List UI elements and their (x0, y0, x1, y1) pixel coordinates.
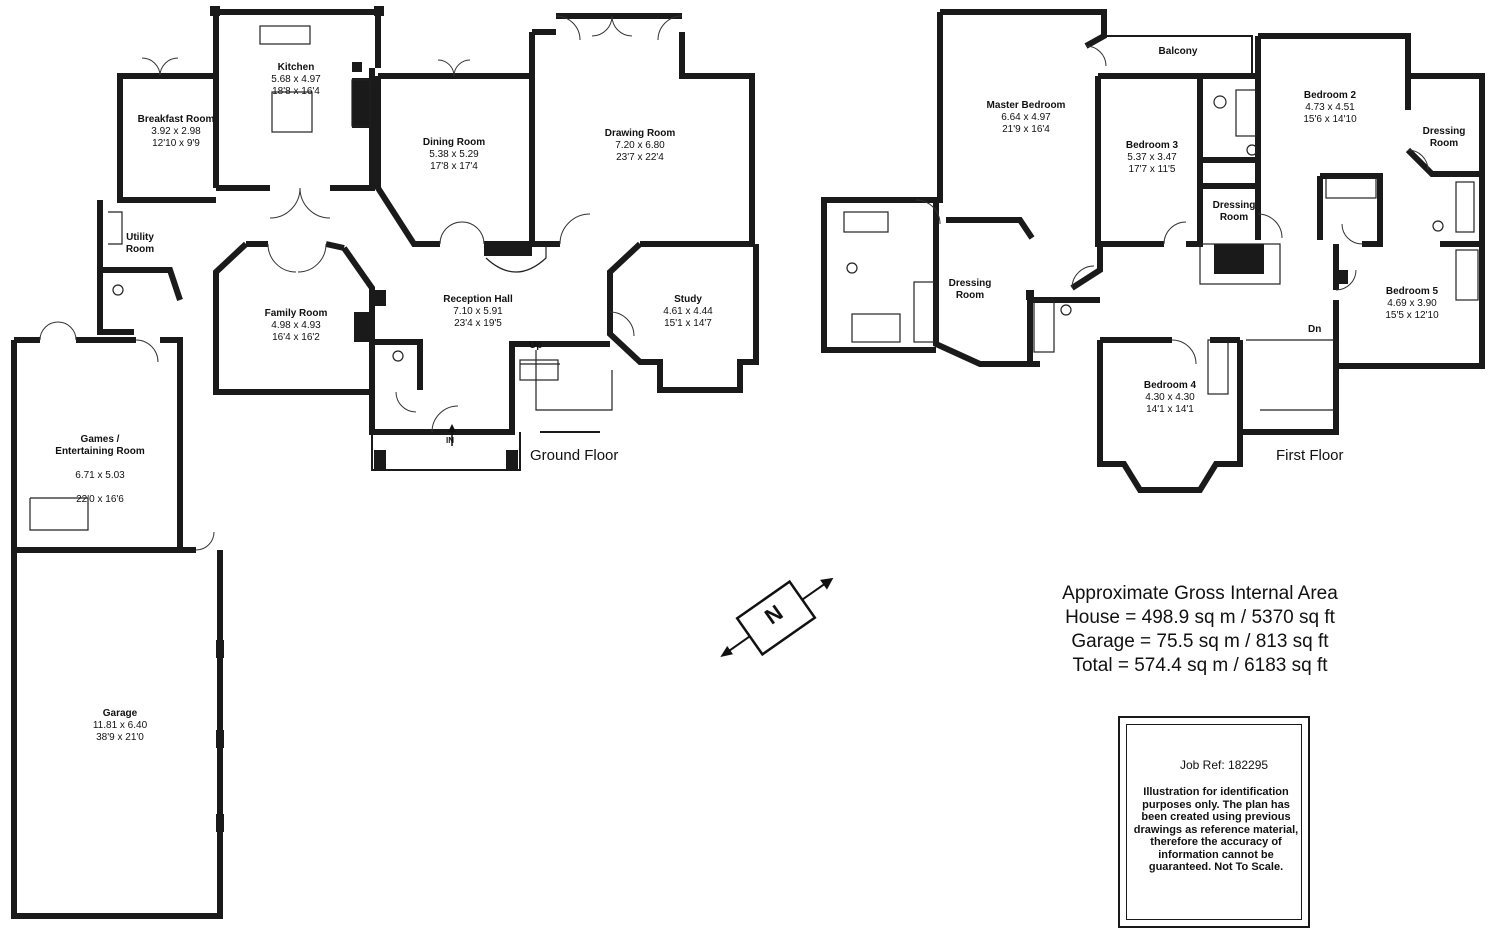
room-breakfast: Breakfast Room 3.92 x 2.98 12'10 x 9'9 (138, 114, 215, 150)
room-metric: 11.81 x 6.40 (92, 720, 148, 731)
room-name: Master Bedroom (986, 100, 1066, 111)
area-total: Total = 574.4 sq m / 6183 sq ft (1072, 655, 1328, 676)
room-metric: 4.98 x 4.93 (271, 320, 321, 331)
room-master-bedroom: Master Bedroom 6.64 x 4.97 21'9 x 16'4 (987, 100, 1066, 136)
room-imperial: 17'7 x 11'5 (1128, 164, 1176, 175)
disclaimer-text: Illustration for identification purposes… (1133, 786, 1299, 873)
room-imperial: 23'4 x 19'5 (454, 318, 502, 329)
first-floor-title: First Floor (1276, 447, 1344, 464)
area-house: House = 498.9 sq m / 5370 sq ft (1065, 607, 1335, 628)
area-garage: Garage = 75.5 sq m / 813 sq ft (1071, 631, 1329, 652)
room-bedroom-5: Bedroom 5 4.69 x 3.90 15'5 x 12'10 (1385, 286, 1438, 322)
room-name: Utility Room (125, 232, 155, 255)
first-floor-walls (821, 9, 1485, 493)
room-metric: 3.92 x 2.98 (151, 126, 201, 137)
room-imperial: 12'10 x 9'9 (152, 138, 200, 149)
room-games: Games / Entertaining Room 6.71 x 5.03 22… (55, 422, 144, 518)
room-imperial: 22'0 x 16'6 (76, 494, 124, 505)
room-name: Garage (102, 708, 138, 719)
room-name: Dressing Room (948, 278, 992, 301)
room-imperial: 16'4 x 16'2 (272, 332, 320, 343)
room-metric: 7.20 x 6.80 (615, 140, 665, 151)
room-balcony: Balcony (1159, 46, 1198, 58)
room-bedroom-4: Bedroom 4 4.30 x 4.30 14'1 x 14'1 (1144, 380, 1196, 416)
disclaimer-box: Job Ref: 182295 Illustration for identif… (1118, 716, 1310, 928)
room-family: Family Room 4.98 x 4.93 16'4 x 16'2 (265, 308, 328, 344)
first-floor-windows (823, 11, 1483, 491)
gross-internal-area: Approximate Gross Internal Area House = … (1030, 582, 1370, 678)
room-name: Study (674, 294, 702, 305)
room-name: Bedroom 3 (1125, 140, 1179, 151)
room-dressing-b3: Dressing Room (1213, 188, 1256, 236)
room-imperial: 14'1 x 14'1 (1146, 404, 1194, 415)
area-title: Approximate Gross Internal Area (1062, 583, 1338, 604)
room-name: Bedroom 2 (1303, 90, 1357, 101)
ground-floor-title: Ground Floor (530, 447, 619, 464)
room-dressing-b2: Dressing Room (1423, 114, 1466, 162)
room-name: Balcony (1158, 46, 1198, 57)
room-metric: 5.68 x 4.97 (271, 74, 321, 85)
room-name: Dining Room (422, 137, 486, 148)
north-compass-icon (720, 577, 834, 658)
room-metric: 4.30 x 4.30 (1145, 392, 1195, 403)
room-reception: Reception Hall 7.10 x 5.91 23'4 x 19'5 (443, 294, 512, 330)
room-bedroom-3: Bedroom 3 5.37 x 3.47 17'7 x 11'5 (1126, 140, 1178, 176)
room-imperial: 15'1 x 14'7 (664, 318, 712, 329)
room-name: Drawing Room (604, 128, 676, 139)
room-metric: 4.69 x 3.90 (1387, 298, 1437, 309)
room-study: Study 4.61 x 4.44 15'1 x 14'7 (663, 294, 712, 330)
room-metric: 5.37 x 3.47 (1127, 152, 1177, 163)
room-drawing: Drawing Room 7.20 x 6.80 23'7 x 22'4 (605, 128, 676, 164)
room-name: Breakfast Room (137, 114, 215, 125)
room-imperial: 21'9 x 16'4 (1002, 124, 1050, 135)
stairs-down-label: Dn (1308, 324, 1322, 335)
room-metric: 5.38 x 5.29 (429, 149, 479, 160)
first-floor-details (843, 45, 1479, 411)
ground-floor-details (29, 6, 683, 832)
room-name: Dressing Room (1422, 126, 1466, 149)
room-utility: Utility Room (126, 220, 154, 268)
stairs-up-label: Up (529, 340, 543, 351)
room-name: Reception Hall (443, 294, 513, 305)
room-metric: 6.71 x 5.03 (75, 470, 125, 481)
ground-floor-walls (11, 9, 759, 919)
room-metric: 4.61 x 4.44 (663, 306, 713, 317)
room-imperial: 17'8 x 17'4 (430, 161, 478, 172)
room-imperial: 18'8 x 16'4 (272, 86, 320, 97)
room-imperial: 15'6 x 14'10 (1303, 114, 1357, 125)
room-dressing-master: Dressing Room (949, 266, 992, 314)
room-dining: Dining Room 5.38 x 5.29 17'8 x 17'4 (423, 137, 485, 173)
room-metric: 4.73 x 4.51 (1305, 102, 1355, 113)
room-garage: Garage 11.81 x 6.40 38'9 x 21'0 (93, 708, 147, 744)
room-metric: 6.64 x 4.97 (1001, 112, 1051, 123)
room-name: Bedroom 5 (1385, 286, 1439, 297)
job-reference: Job Ref: 182295 (1180, 758, 1269, 772)
room-name: Kitchen (277, 62, 315, 73)
room-name: Family Room (264, 308, 328, 319)
room-imperial: 38'9 x 21'0 (96, 732, 144, 743)
room-name: Bedroom 4 (1143, 380, 1197, 391)
room-imperial: 23'7 x 22'4 (616, 152, 664, 163)
disclaimer-inner-border (1126, 724, 1302, 920)
room-bedroom-2: Bedroom 2 4.73 x 4.51 15'6 x 14'10 (1303, 90, 1356, 126)
room-kitchen: Kitchen 5.68 x 4.97 18'8 x 16'4 (271, 62, 320, 98)
room-imperial: 15'5 x 12'10 (1385, 310, 1439, 321)
room-name: Dressing Room (1212, 200, 1256, 223)
room-metric: 7.10 x 5.91 (453, 306, 503, 317)
room-name: Games / Entertaining Room (55, 434, 145, 457)
entrance-label: IN (446, 436, 454, 445)
